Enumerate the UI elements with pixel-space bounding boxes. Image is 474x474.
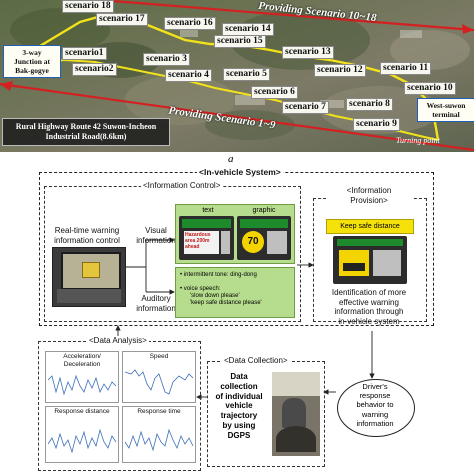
auditory-info-box: • intermittent tone: ding-dong • voice s… — [175, 267, 295, 318]
scenario-label: scenario 6 — [251, 86, 298, 99]
provision-display-header — [337, 239, 403, 246]
visual-info-box: text graphic Hazardous area 200m ahead 7… — [175, 204, 295, 264]
text-label: text — [202, 207, 214, 214]
graphic-display-map — [267, 231, 287, 254]
response-distance-chart: Response distance — [45, 406, 119, 463]
keep-safe-distance-banner: Keep safe distance — [326, 219, 414, 234]
route-info-label: Rural Highway Route 42 Suwon-Incheon Ind… — [2, 118, 170, 146]
information-control-title: <Information Control> — [141, 181, 223, 191]
speed-chart-title: Speed — [149, 353, 169, 360]
identification-text: Identification of more effective warning… — [331, 288, 407, 326]
scenario-label: scenario 10 — [404, 82, 456, 95]
scenario-label: scenario 17 — [96, 13, 148, 26]
response-distance-plot — [48, 428, 116, 454]
laptop-keyboard — [57, 289, 121, 303]
provision-display — [333, 236, 407, 284]
provision-display-map — [373, 250, 401, 276]
scenario-label: scenario 11 — [380, 62, 432, 75]
scenario-label: scenario2 — [72, 63, 117, 76]
acceleration-plot — [48, 374, 116, 396]
speed-limit-sign: 70 — [242, 231, 264, 253]
speed-limit-value: 70 — [247, 236, 259, 247]
driver-figure — [282, 398, 306, 428]
auditory-information-label: Auditory information — [136, 294, 176, 313]
scenario-label: scenario 16 — [164, 17, 216, 30]
scenario-label: scenario 12 — [314, 64, 366, 77]
laptop-photo — [52, 247, 126, 307]
response-time-chart: Response time — [122, 406, 196, 463]
data-collection-title: <Data Collection> — [222, 356, 290, 366]
text-display-side — [221, 231, 230, 254]
scenario-label: scenario 8 — [346, 98, 393, 111]
data-analysis-title: <Data Analysis> — [87, 336, 149, 346]
visual-information-label: Visual information — [136, 226, 176, 245]
text-display: Hazardous area 200m ahead — [179, 216, 234, 260]
response-time-chart-title: Response time — [137, 408, 181, 415]
scenario-label: scenario1 — [62, 47, 107, 60]
audio-voice-line: • voice speech: — [180, 286, 221, 292]
acceleration-chart-title: Acceleration/ Deceleration — [63, 353, 101, 368]
route-arrows — [0, 24, 474, 91]
scenario-label: scenario 5 — [223, 68, 270, 81]
scenario-label: scenario 4 — [165, 69, 212, 82]
graphic-label: graphic — [252, 207, 276, 214]
graphic-display-header — [240, 219, 288, 228]
windshield-view — [272, 372, 320, 396]
scenario-label: scenario 13 — [282, 46, 334, 59]
driver-photo — [272, 372, 320, 456]
response-time-plot — [125, 428, 193, 452]
aerial-map: Providing Scenario 10~18 Providing Scena… — [0, 0, 474, 152]
scenario-label: scenario 3 — [143, 53, 190, 66]
distance-warning-graphic — [339, 250, 369, 276]
steering-wheel — [276, 426, 316, 452]
hazard-message: Hazardous area 200m ahead — [184, 231, 219, 254]
audio-voice-keep: 'keep safe distance please' — [190, 300, 262, 306]
acceleration-chart: Acceleration/ Deceleration — [45, 351, 119, 403]
scenario-label: scenario 18 — [62, 0, 114, 13]
realtime-control-label: Real-time warning information control — [54, 226, 120, 245]
information-provision-title: <Information Provision> — [326, 186, 412, 205]
data-collection-text: Data collection of individual vehicle tr… — [215, 372, 263, 440]
figure-caption: a — [228, 153, 234, 165]
warning-icon — [82, 262, 100, 278]
junction-label: 3-way Junction at Bak-gogye — [3, 45, 61, 78]
scenario-label: scenario 7 — [282, 101, 329, 114]
driver-response-text: Driver's response behavior to warning in… — [356, 382, 394, 428]
driver-response-ellipse — [337, 379, 415, 437]
car-graphic — [343, 263, 365, 271]
graphic-display: 70 — [237, 216, 291, 260]
speed-chart: Speed — [122, 351, 196, 403]
text-display-header — [182, 219, 231, 228]
response-distance-chart-title: Response distance — [54, 408, 110, 415]
speed-plot — [125, 369, 193, 395]
laptop-screen — [61, 252, 121, 290]
audio-voice-slow: 'slow down please' — [190, 293, 240, 299]
scenario-label: scenario 9 — [353, 118, 400, 131]
turning-point-label: Turning point — [396, 136, 440, 145]
audio-tone-line: • intermittent tone: ding-dong — [180, 272, 257, 278]
in-vehicle-system-title: <In-vehicle System> — [197, 167, 283, 177]
scenario-label: scenario 15 — [214, 35, 266, 48]
terminal-label: West-suwon terminal — [417, 98, 474, 122]
